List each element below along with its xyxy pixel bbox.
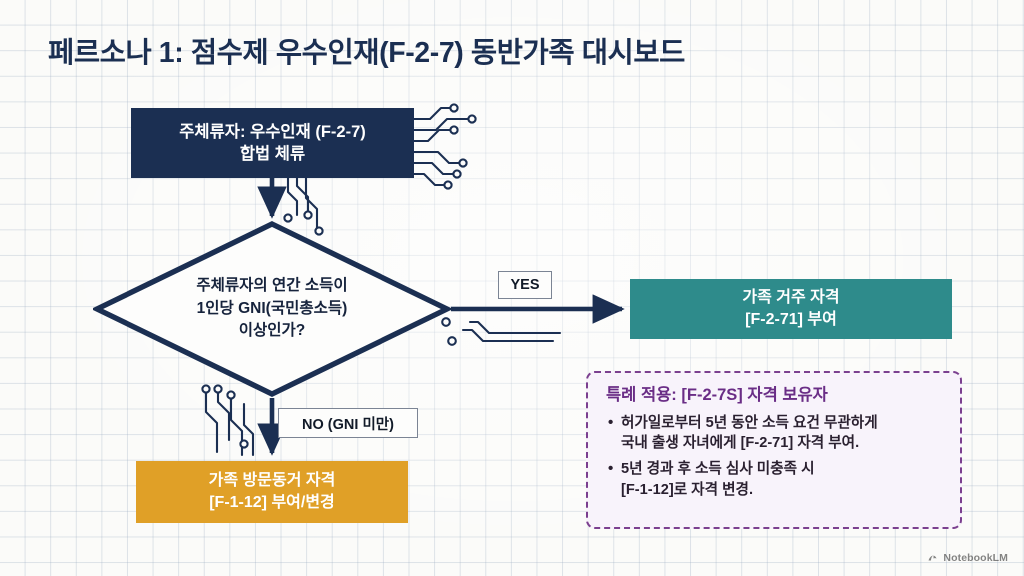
special-case-note-box: 특례 적용: [F-2-7S] 자격 보유자 허가일로부터 5년 동안 소득 요… bbox=[586, 371, 962, 529]
node-decision-label: 주체류자의 연간 소득이 1인당 GNI(국민총소득) 이상인가? bbox=[196, 277, 348, 340]
note-title: 특례 적용: [F-2-7S] 자격 보유자 bbox=[606, 386, 828, 404]
node-root-status[interactable]: 주체류자: 우수인재 (F-2-7) 합법 체류 bbox=[131, 108, 414, 178]
edge-label-yes: YES bbox=[498, 271, 552, 299]
note-bullet-list: 허가일로부터 5년 동안 소득 요건 무관하게 국내 출생 자녀에게 [F-2-… bbox=[606, 412, 944, 501]
list-item: 5년 경과 후 소득 심사 미충족 시 [F-1-12]로 자격 변경. bbox=[606, 458, 944, 500]
node-family-residence-f271[interactable]: 가족 거주 자격 [F-2-71] 부여 bbox=[630, 279, 952, 339]
node-income-decision[interactable]: 주체류자의 연간 소득이 1인당 GNI(국민총소득) 이상인가? bbox=[93, 220, 451, 398]
page-title: 페르소나 1: 점수제 우수인재(F-2-7) 동반가족 대시보드 bbox=[48, 37, 685, 69]
watermark-label: NotebookLM bbox=[943, 552, 1008, 564]
diamond-shape bbox=[93, 220, 451, 398]
edge-label-no: NO (GNI 미만) bbox=[278, 408, 418, 438]
notebooklm-logo-icon bbox=[928, 555, 937, 561]
notebooklm-watermark: NotebookLM bbox=[927, 552, 1008, 564]
list-item: 허가일로부터 5년 동안 소득 요건 무관하게 국내 출생 자녀에게 [F-2-… bbox=[606, 412, 944, 454]
node-family-visit-f112[interactable]: 가족 방문동거 자격 [F-1-12] 부여/변경 bbox=[136, 461, 408, 523]
